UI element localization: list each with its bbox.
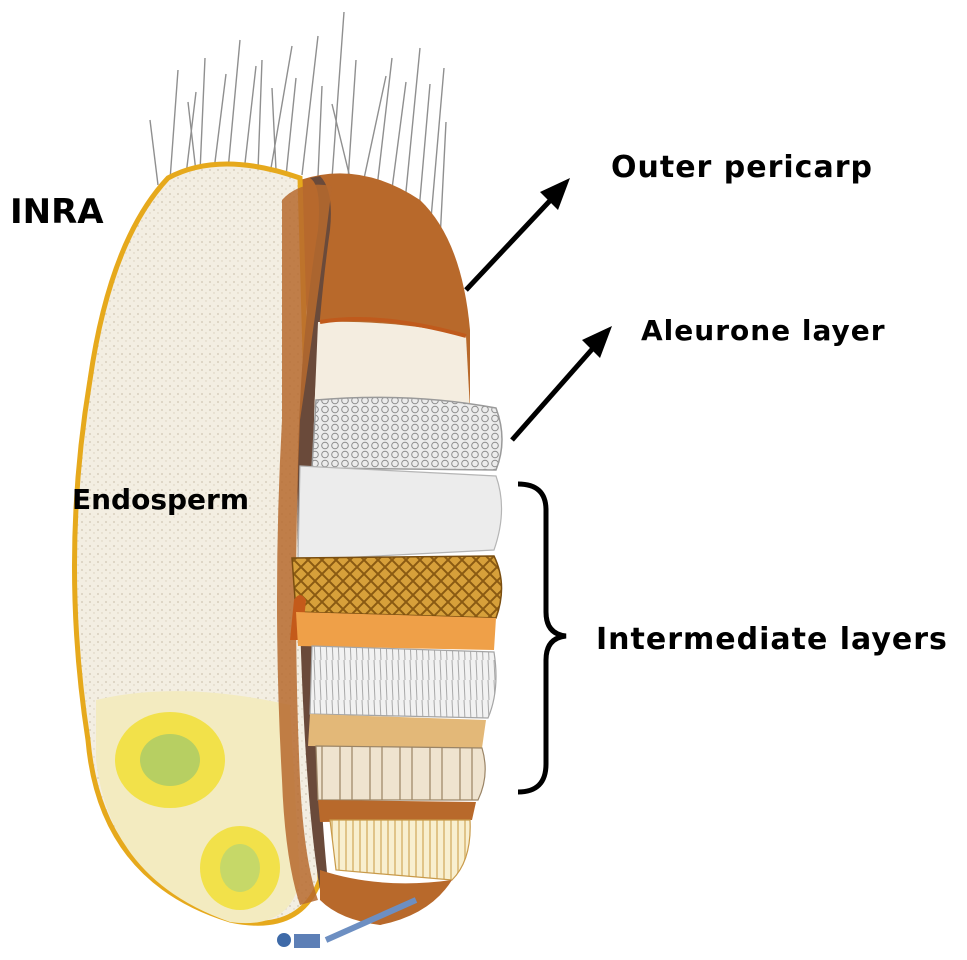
epidermis-band [316,746,485,800]
outer-pericarp-label: Outer pericarp [611,150,873,185]
aleurone-band [312,397,502,470]
orange-band [296,612,496,650]
hyaline-band [298,466,502,560]
endosperm-label: Endosperm [72,483,249,516]
aleurone-arrow [512,326,612,440]
inra-label: INRA [10,192,104,232]
cross-cell-band [292,556,502,618]
intermediate-brace [518,484,566,792]
outer-pericarp-arrow [466,178,570,290]
tan-band [308,714,486,748]
outer-brown-band [318,800,476,822]
aleurone-layer-label: Aleurone layer [641,314,886,347]
stripe-band [330,820,470,880]
tube-cell-band [310,646,496,718]
intermediate-layers-label: Intermediate layers [596,622,948,657]
